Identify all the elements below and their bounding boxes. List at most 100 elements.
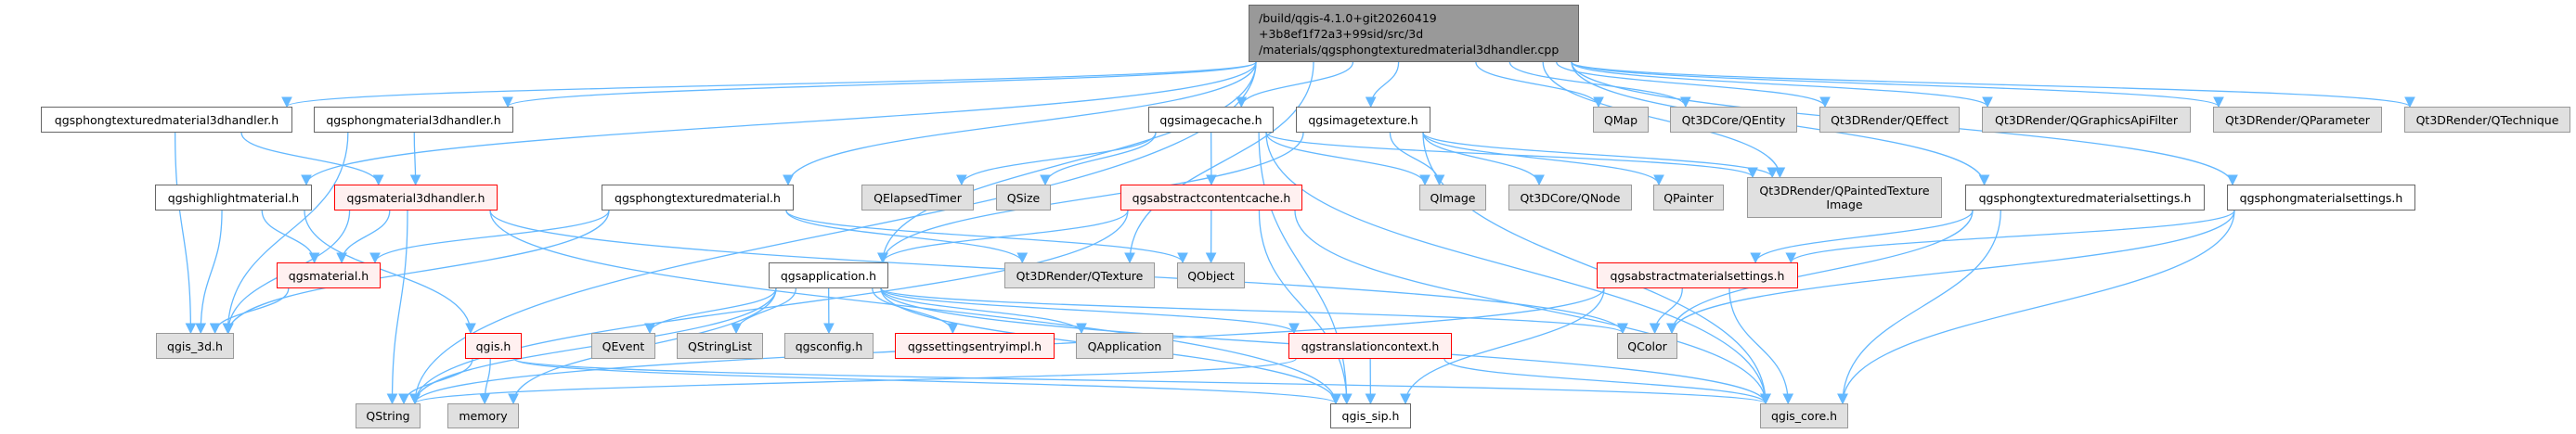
node-absmatsettings[interactable]: qgsabstractmaterialsettings.h [1597,262,1798,288]
edge-imagetexture-to-qpainted [1422,132,1778,179]
edge-root-to-ptm3dh [281,61,1257,108]
node-label: QApplication [1087,338,1162,353]
edge-qgis-to-qgiscore [513,358,1771,405]
node-label: QElapsedTimer [874,190,962,205]
node-qcolor: QColor [1617,333,1677,359]
edge-root-to-ptmaterial [783,61,1257,186]
node-pm3dh[interactable]: qgsphongmaterial3dhandler.h [314,107,513,133]
node-label: Qt3DRender/QTechnique [2415,112,2559,127]
edge-ptmaterial-to-qgis3d [223,210,610,335]
edge-application-to-qevent [644,287,777,335]
node-qeffect: Qt3DRender/QEffect [1819,107,1960,133]
node-qpainted: Qt3DRender/QPaintedTexture Image [1747,177,1942,218]
edge-pmsettings-to-qgiscore [1837,210,2235,405]
node-ptmaterial[interactable]: qgsphongtexturedmaterial.h [602,185,794,211]
node-label: qgsphongmaterial3dhandler.h [326,112,501,127]
node-settingsentry[interactable]: qgssettingsentryimpl.h [895,333,1055,359]
node-imagecache[interactable]: qgsimagecache.h [1148,107,1274,133]
edge-imagetexture-to-qpainter [1422,132,1664,186]
edge-root-to-highlight [301,61,1257,186]
node-label: qgshighlightmaterial.h [167,190,300,205]
node-qtexture: Qt3DRender/QTexture [1004,262,1155,288]
edge-root-to-imagetexture [1365,61,1400,108]
node-ptm3dh[interactable]: qgsphongtexturedmaterial3dhandler.h [41,107,292,133]
node-label: QMap [1603,112,1638,127]
node-label: Qt3DRender/QPaintedTexture Image [1759,184,1930,211]
node-label: qgis_3d.h [167,338,223,353]
edge-imagecache-to-qsize [1040,132,1157,186]
node-memory: memory [447,403,519,428]
node-application[interactable]: qgsapplication.h [769,262,888,288]
node-qgis[interactable]: qgis.h [465,333,522,359]
node-label: Qt3DRender/QEffect [1831,112,1948,127]
edge-translation-to-qstring [409,358,1297,405]
node-qgiscore: qgis_core.h [1760,403,1848,428]
edge-root-to-qgfxfilter [1571,61,1993,108]
edge-imagetexture-to-qgiscore [1422,132,1771,405]
node-label: QColor [1627,338,1667,353]
node-qgissip[interactable]: qgis_sip.h [1330,403,1411,428]
node-label: QSize [1006,190,1041,205]
edge-material3dh-to-qgissip [489,210,1341,405]
edge-abscontentcache-to-qstring [409,210,1129,405]
node-label: qgsmaterial3dhandler.h [346,190,485,205]
edge-absmatsettings-to-qgiscore [1728,287,1794,405]
edge-abscontentcache-to-qgissip [1258,210,1353,405]
node-translation[interactable]: qgstranslationcontext.h [1288,333,1452,359]
node-label: qgsphongmaterialsettings.h [2239,190,2403,205]
node-label: Qt3DRender/QTexture [1016,268,1144,283]
node-highlight[interactable]: qgshighlightmaterial.h [155,185,312,211]
edge-ptmaterial-to-material [369,210,610,264]
node-label: Qt3DRender/QParameter [2225,112,2370,127]
node-label: qgsmaterial.h [288,268,369,283]
node-label: QString [366,409,410,423]
node-label: /build/qgis-4.1.0+git20260419 +3b8ef1f72… [1259,10,1560,57]
node-label: qgsabstractmaterialsettings.h [1610,268,1785,283]
edge-root-to-qmap [1475,61,1604,108]
node-label: qgsimagecache.h [1159,112,1262,127]
edge-root-to-pm3dh [502,61,1257,108]
edge-absmatsettings-to-qgissip [1400,287,1605,405]
edge-root-to-qparameter [1571,61,2224,108]
edge-pmsettings-to-absmatsettings [1785,210,2235,264]
node-qstringlist: QStringList [677,333,763,359]
edge-imagecache-to-qgissip [1258,132,1353,405]
node-label: qgis_sip.h [1341,409,1400,423]
node-label: QObject [1187,268,1235,283]
edge-root-to-qtechnique [1571,61,2415,108]
edge-absmatsettings-to-qcolor [1649,287,1683,335]
node-label: QEvent [602,338,645,353]
node-abscontentcache[interactable]: qgsabstractcontentcache.h [1120,185,1302,211]
node-label: qgis_core.h [1770,409,1838,423]
node-material[interactable]: qgsmaterial.h [277,262,381,288]
edge-root-to-qtexture [1124,61,1314,264]
node-qobject: QObject [1177,262,1245,288]
edge-ptmsettings-to-qcolor [1666,210,1974,335]
node-qpainter: QPainter [1653,185,1724,211]
node-label: qgsphongtexturedmaterial.h [615,190,781,205]
edge-material-to-qgis3d [209,287,290,335]
edge-application-to-qstringlist [731,287,797,335]
edge-root-to-qpainted [1542,61,1786,179]
node-qparameter: Qt3DRender/QParameter [2213,107,2382,133]
node-label: qgssettingsentryimpl.h [907,338,1042,353]
node-label: qgsphongtexturedmaterialsettings.h [1978,190,2192,205]
node-material3dh[interactable]: qgsmaterial3dhandler.h [334,185,498,211]
edge-abscontentcache-to-qgiscore [1294,210,1771,405]
edge-material3dh-to-material [336,210,391,264]
edge-ptmsettings-to-absmatsettings [1750,210,1974,264]
edge-ptmaterial-to-qobject [785,210,1188,264]
node-label: QPainter [1663,190,1714,205]
node-ptmsettings[interactable]: qgsphongtexturedmaterialsettings.h [1965,185,2205,211]
edge-imagecache-to-qelapsed [956,132,1157,186]
edge-highlight-to-material [261,210,320,264]
node-qgfxfilter: Qt3DRender/QGraphicsApiFilter [1982,107,2191,133]
node-pmsettings[interactable]: qgsphongmaterialsettings.h [2227,185,2415,211]
node-imagetexture[interactable]: qgsimagetexture.h [1296,107,1430,133]
node-label: qgsabstractcontentcache.h [1132,190,1291,205]
edge-application-to-settingsentry [872,287,959,335]
node-root[interactable]: /build/qgis-4.1.0+git20260419 +3b8ef1f72… [1249,5,1579,62]
node-label: Qt3DCore/QNode [1520,190,1621,205]
node-label: Qt3DRender/QGraphicsApiFilter [1995,112,2178,127]
